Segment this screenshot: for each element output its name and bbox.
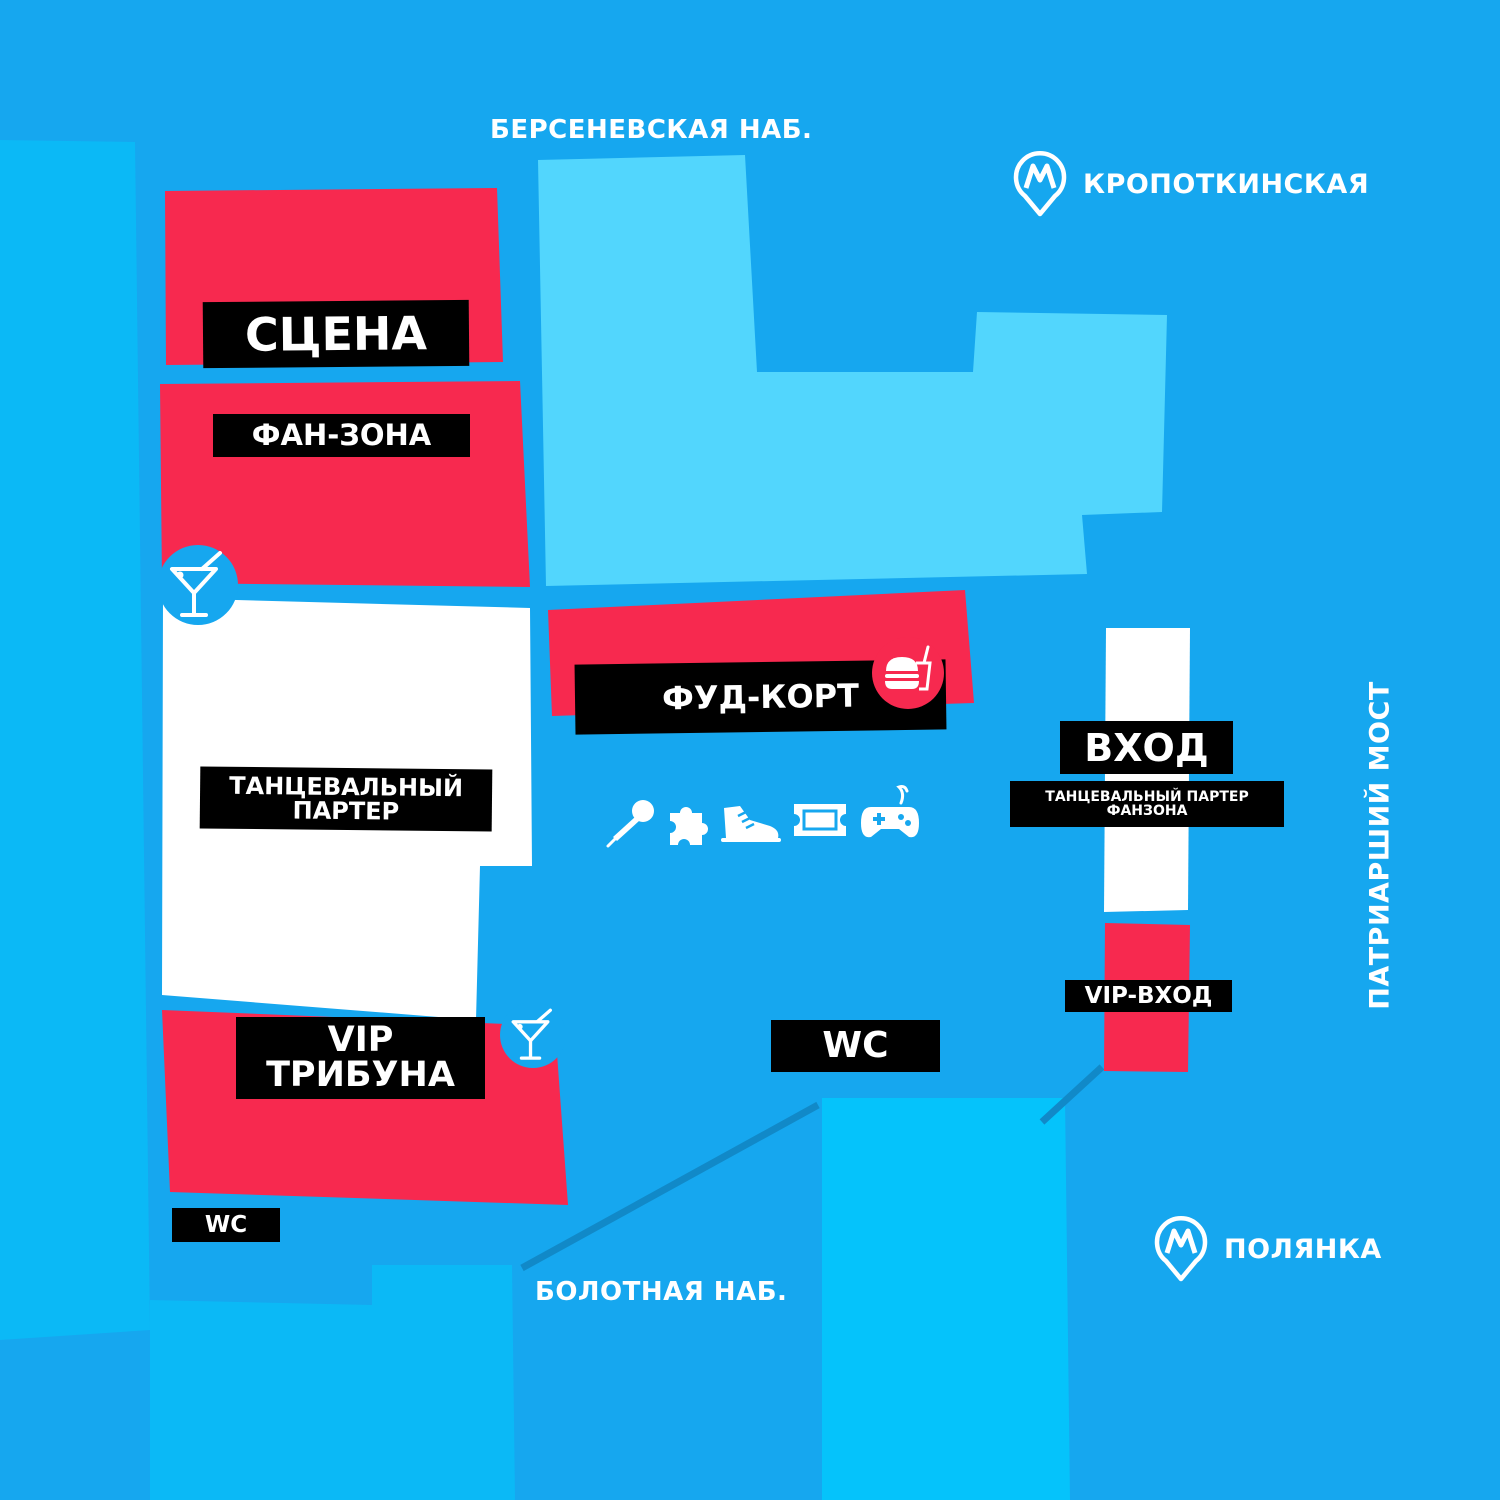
stage-label[interactable]: СЦЕНА <box>202 299 470 369</box>
cocktail-icon <box>158 545 238 625</box>
west-outer-zone <box>0 140 150 1340</box>
south-outer-zone <box>822 1098 1070 1500</box>
burger-drink-icon <box>872 637 944 709</box>
path-line <box>520 1101 820 1272</box>
metro-polyanka[interactable]: ПОЛЯНКА <box>1152 1215 1382 1283</box>
street-east: ПАТРИАРШИЙ МОСТ <box>1364 681 1396 1010</box>
cocktail-icon <box>500 1002 566 1068</box>
bar-bottom[interactable] <box>500 1002 566 1072</box>
metro-label: ПОЛЯНКА <box>1224 1233 1382 1265</box>
metro-kropotkinskaya[interactable]: КРОПОТКИНСКАЯ <box>1011 150 1369 218</box>
food-court-badge[interactable] <box>872 637 944 713</box>
street-north: БЕРСЕНЕВСКАЯ НАБ. <box>490 115 813 145</box>
path-line <box>1039 1064 1105 1125</box>
entrance-label[interactable]: ВХОД <box>1060 721 1233 774</box>
fan-zone-label[interactable]: ФАН-ЗОНА <box>213 414 470 457</box>
gamepad-icon <box>861 785 919 838</box>
light-block <box>538 155 1167 586</box>
street-south: БОЛОТНАЯ НАБ. <box>535 1277 788 1307</box>
metro-pin-icon <box>1154 1216 1208 1282</box>
microphone-icon <box>606 800 654 848</box>
wc-center-label[interactable]: WC <box>771 1020 940 1072</box>
wc-left-label[interactable]: WC <box>172 1208 280 1242</box>
entrance-sub-label[interactable]: ТАНЦЕВАЛЬНЫЙ ПАРТЕР ФАНЗОНА <box>1010 781 1284 827</box>
metro-pin-icon <box>1013 151 1067 217</box>
vip-stand-label[interactable]: VIP ТРИБУНА <box>236 1017 485 1099</box>
ticket-icon <box>794 804 846 836</box>
puzzle-icon <box>670 807 708 845</box>
bar-top[interactable] <box>158 545 238 629</box>
sneaker-icon <box>721 806 781 842</box>
vip-entrance-label[interactable]: VIP-ВХОД <box>1065 980 1232 1012</box>
south-west-outer-zone <box>150 1265 515 1500</box>
dance-floor-label[interactable]: ТАНЦЕВАЛЬНЫЙ ПАРТЕР <box>199 766 493 832</box>
metro-label: КРОПОТКИНСКАЯ <box>1083 168 1370 200</box>
